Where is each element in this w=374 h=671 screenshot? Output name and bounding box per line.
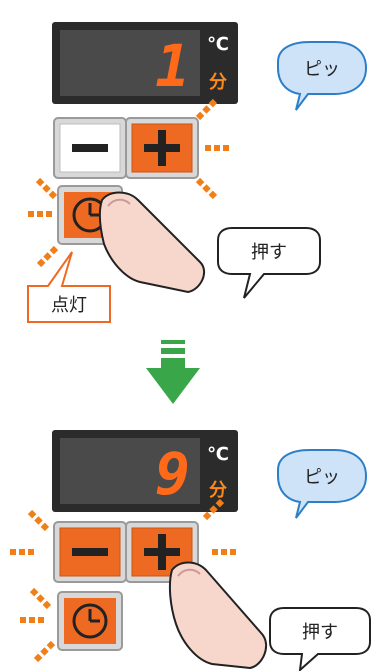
step1-plus-flash (195, 98, 229, 200)
step1-sound-bubble: ピッ (277, 41, 368, 111)
step2-unit-celsius: ℃ (207, 444, 229, 465)
clock-icon (72, 603, 108, 639)
step1-action-bubble: 押す (217, 227, 321, 299)
minus-icon (72, 548, 108, 556)
step1-timer-status-label: 点灯 (51, 295, 87, 316)
step2-action-label: 押す (302, 622, 338, 643)
step1-minus-button[interactable] (53, 117, 127, 179)
step2-timer-button[interactable] (57, 591, 123, 651)
step1-action-label: 押す (251, 242, 287, 263)
arrow-down-icon (146, 340, 200, 404)
step2-sound-label: ピッ (304, 467, 340, 488)
step2-minus-button[interactable] (53, 521, 127, 583)
step1-display-digit: 1 (155, 32, 190, 100)
minus-icon (72, 144, 108, 152)
step1-timer-status-callout: 点灯 (27, 251, 111, 323)
step1-unit-minutes: 分 (209, 72, 227, 93)
step2-unit-minutes: 分 (209, 480, 227, 501)
plus-icon (144, 130, 180, 166)
step2-sound-bubble: ピッ (277, 449, 368, 519)
clock-icon (72, 197, 108, 233)
step1-unit-celsius: ℃ (207, 34, 229, 55)
step2-panel: 9 ℃ 分 (10, 430, 371, 671)
finger-icon (98, 191, 206, 294)
step1-plus-button[interactable] (125, 117, 199, 179)
finger-icon (168, 561, 268, 670)
step2-display-digit: 9 (155, 440, 190, 508)
step1-sound-label: ピッ (304, 59, 340, 80)
step2-timer-flash (20, 587, 56, 663)
step1-panel: 1 ℃ 分 (27, 22, 368, 323)
step1-timer-flash (28, 177, 59, 268)
plus-icon (144, 534, 180, 570)
step2-action-bubble: 押す (269, 607, 371, 671)
